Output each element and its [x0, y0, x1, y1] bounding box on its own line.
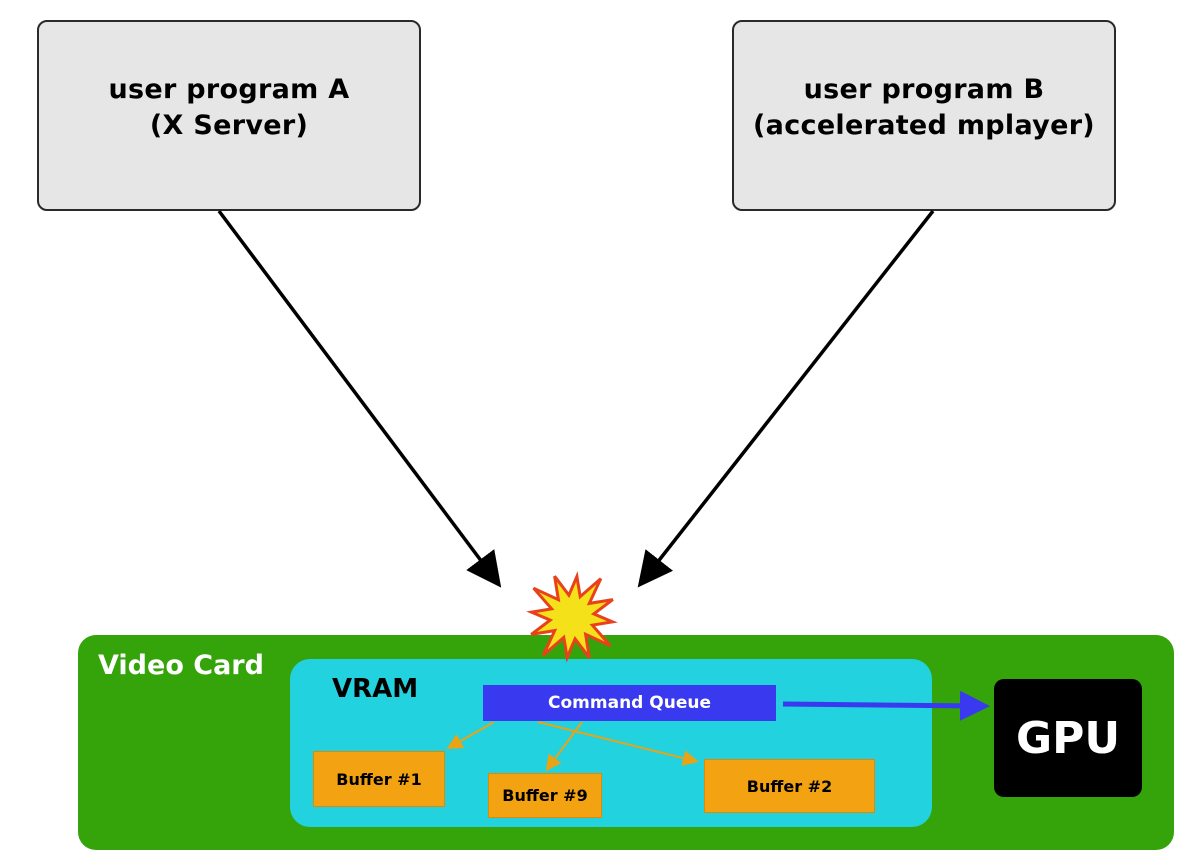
program-a-subtitle: (X Server): [149, 110, 309, 141]
gpu-label: GPU: [1015, 712, 1121, 764]
buffer-9: Buffer #9: [488, 773, 602, 818]
program-a-name: user program A: [108, 74, 350, 105]
buffer-1: Buffer #1: [313, 751, 445, 807]
queue-to-gpu-arrow: [782, 690, 990, 721]
video-card-label: Video Card: [98, 650, 264, 681]
queue-to-buffer-2-arrow: [537, 721, 699, 766]
arrow-b-to-vram: [637, 209, 935, 588]
gpu-box: GPU: [994, 679, 1142, 797]
buffer-2: Buffer #2: [704, 759, 875, 813]
collision-burst-shape: [526, 571, 618, 663]
queue-to-buffer-9-arrow: [545, 721, 583, 772]
buffer-2-label: Buffer #2: [746, 776, 833, 796]
vram-label: VRAM: [332, 674, 419, 704]
buffer-1-label: Buffer #1: [336, 769, 422, 789]
program-b-name: user program B: [803, 74, 1045, 105]
user-program-b-box: user program B (accelerated mplayer): [732, 20, 1116, 211]
buffer-9-label: Buffer #9: [502, 786, 588, 805]
arrow-a-to-vram: [217, 209, 502, 588]
program-b-subtitle: (accelerated mplayer): [753, 110, 1095, 141]
queue-to-buffer-1-arrow: [446, 721, 495, 749]
collision-burst-icon: [526, 571, 618, 663]
command-queue: Command Queue: [483, 685, 776, 721]
command-queue-label: Command Queue: [548, 693, 711, 713]
user-program-a-box: user program A (X Server): [37, 20, 421, 211]
